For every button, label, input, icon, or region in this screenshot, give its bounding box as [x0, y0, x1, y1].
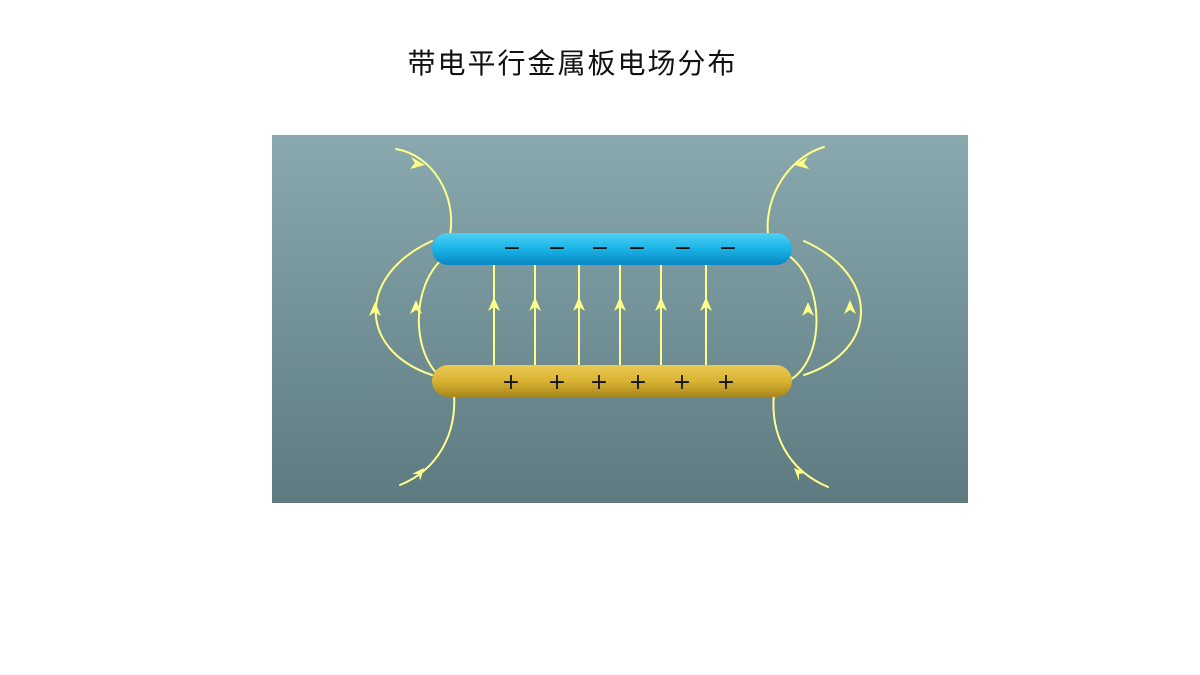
- arrow-icon: [410, 157, 425, 169]
- positive-charge-sign: +: [502, 370, 520, 395]
- negative-charge-signs: − − − − − −: [503, 236, 737, 261]
- arrow-icon: [655, 297, 667, 311]
- positive-charge-signs: + + + + + +: [502, 370, 735, 395]
- negative-charge-sign: −: [591, 236, 609, 261]
- fringe-field-line: [395, 148, 453, 236]
- negative-plate: − − − − − −: [432, 233, 792, 265]
- negative-charge-sign: −: [503, 236, 521, 261]
- arrow-icon: [412, 468, 424, 481]
- arrow-icon: [700, 297, 712, 311]
- fringe-field-line: [803, 240, 862, 376]
- positive-charge-sign: +: [629, 370, 647, 395]
- positive-charge-sign: +: [590, 370, 608, 395]
- arrow-icon: [794, 468, 806, 481]
- fringe-field-line: [787, 254, 818, 382]
- positive-charge-sign: +: [717, 370, 735, 395]
- inner-field-lines: [493, 264, 707, 366]
- field-lines: [374, 146, 862, 488]
- fringe-field-line: [772, 392, 829, 488]
- negative-charge-sign: −: [628, 236, 646, 261]
- negative-plate-body: [432, 233, 792, 265]
- arrow-icon: [614, 297, 626, 311]
- fringe-field-line: [399, 392, 456, 486]
- positive-plate: + + + + + +: [432, 365, 792, 397]
- right-fringe-field-lines: [766, 146, 862, 488]
- field-diagram-svg: − − − − − − + + + + + +: [272, 135, 968, 503]
- negative-charge-sign: −: [719, 236, 737, 261]
- positive-charge-sign: +: [548, 370, 566, 395]
- fringe-field-line: [766, 146, 825, 236]
- arrow-icon: [844, 300, 856, 314]
- field-arrows: [369, 157, 856, 481]
- arrow-icon: [410, 300, 422, 314]
- arrow-icon: [794, 157, 809, 169]
- arrow-icon: [573, 297, 585, 311]
- arrow-icon: [802, 302, 814, 316]
- negative-charge-sign: −: [548, 236, 566, 261]
- negative-charge-sign: −: [674, 236, 692, 261]
- arrow-icon: [488, 297, 500, 311]
- parallel-plate-field-diagram: − − − − − − + + + + + +: [272, 135, 968, 503]
- arrow-icon: [529, 297, 541, 311]
- positive-charge-sign: +: [673, 370, 691, 395]
- arrow-icon: [369, 302, 381, 316]
- slide-title: 带电平行金属板电场分布: [407, 47, 738, 80]
- positive-plate-body: [432, 365, 792, 397]
